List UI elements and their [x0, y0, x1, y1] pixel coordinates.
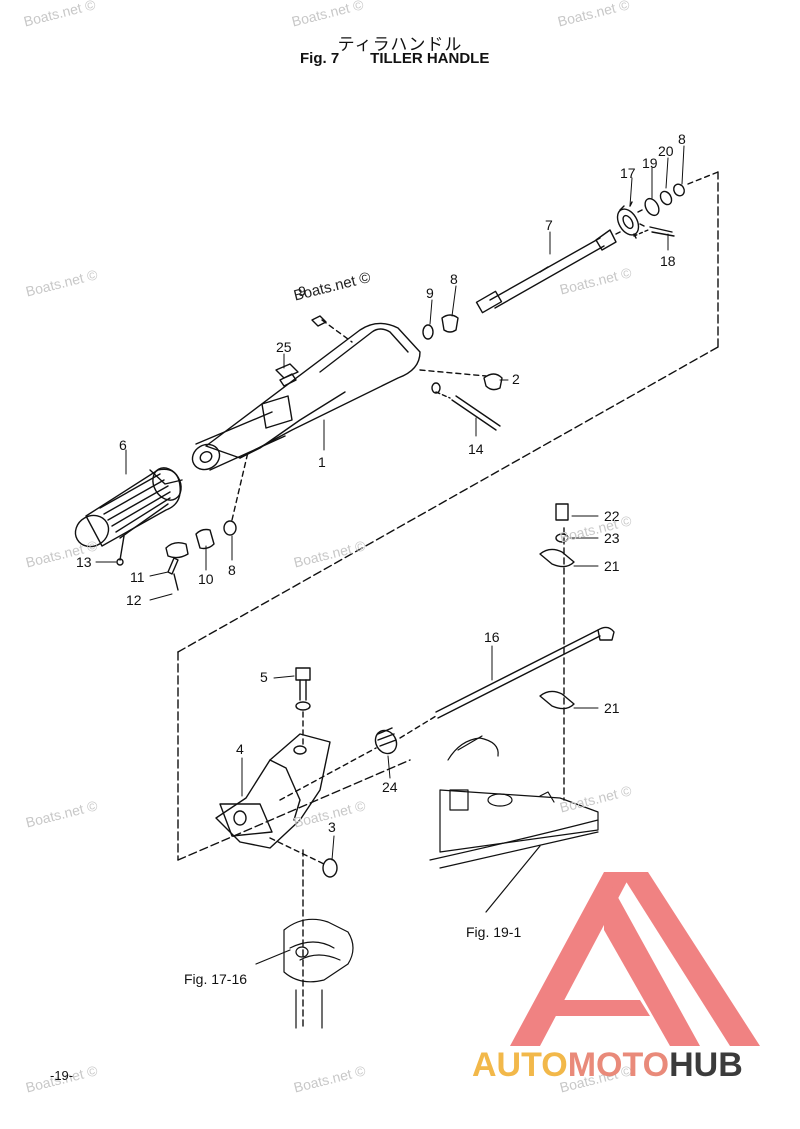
callout-11: 11 [130, 569, 145, 585]
callout-3: 3 [328, 819, 336, 835]
callout-22: 22 [604, 508, 620, 524]
callout-25: 25 [276, 339, 292, 355]
figure-title: TILLER HANDLE [370, 50, 490, 67]
ref-fig-17-16: Fig. 17-16 [184, 971, 248, 987]
lower-leader-lines [241, 515, 599, 861]
handle-fasteners [275, 314, 503, 431]
callout-14: 14 [468, 441, 484, 457]
logo-part-hub: HUB [669, 1046, 743, 1084]
logo-part-moto: MOTO [567, 1046, 670, 1084]
callout-16: 16 [484, 629, 500, 645]
logo-triangle [510, 872, 760, 1046]
callout-8-low: 8 [228, 562, 236, 578]
callout-9-left: 9 [298, 283, 306, 299]
callout-2: 2 [512, 371, 520, 387]
callout-8-mid: 8 [450, 271, 458, 287]
callout-4: 4 [236, 741, 244, 757]
callout-7: 7 [545, 217, 553, 233]
callout-10: 10 [198, 571, 214, 587]
grip-small-parts [116, 451, 249, 591]
tiller-handle-body [191, 322, 421, 471]
callout-13: 13 [76, 554, 92, 570]
callout-18: 18 [660, 253, 676, 269]
brand-logo: AUTOMOTOHUB [472, 1046, 743, 1085]
callout-17: 17 [620, 165, 636, 181]
callout-23: 23 [604, 530, 620, 546]
page-number: -19- [50, 1068, 74, 1083]
callout-21-low: 21 [604, 700, 620, 716]
leader-lines [95, 145, 685, 601]
callout-8-top: 8 [678, 131, 686, 147]
callout-20: 20 [658, 143, 674, 159]
throttle-shaft [475, 229, 617, 314]
callout-5: 5 [260, 669, 268, 685]
steering-linkage [215, 503, 615, 1031]
callout-24: 24 [382, 779, 398, 795]
figure-number: Fig. 7 [300, 50, 340, 67]
logo-part-auto: AUTO [472, 1046, 568, 1084]
throttle-grip [74, 467, 183, 548]
callout-19: 19 [642, 155, 658, 171]
title-japanese: ティラハンドル [337, 35, 463, 55]
shaft-gear-cluster [615, 171, 719, 239]
callout-6: 6 [119, 437, 127, 453]
callout-12: 12 [126, 592, 142, 608]
callout-1: 1 [318, 454, 326, 470]
title-english: Fig. 7 TILLER HANDLE [300, 50, 489, 67]
hull-context [429, 735, 599, 913]
callout-9: 9 [426, 285, 434, 301]
ref-fig-19-1: Fig. 19-1 [466, 924, 522, 940]
callout-21-top: 21 [604, 558, 620, 574]
swivel-context [255, 918, 354, 1029]
